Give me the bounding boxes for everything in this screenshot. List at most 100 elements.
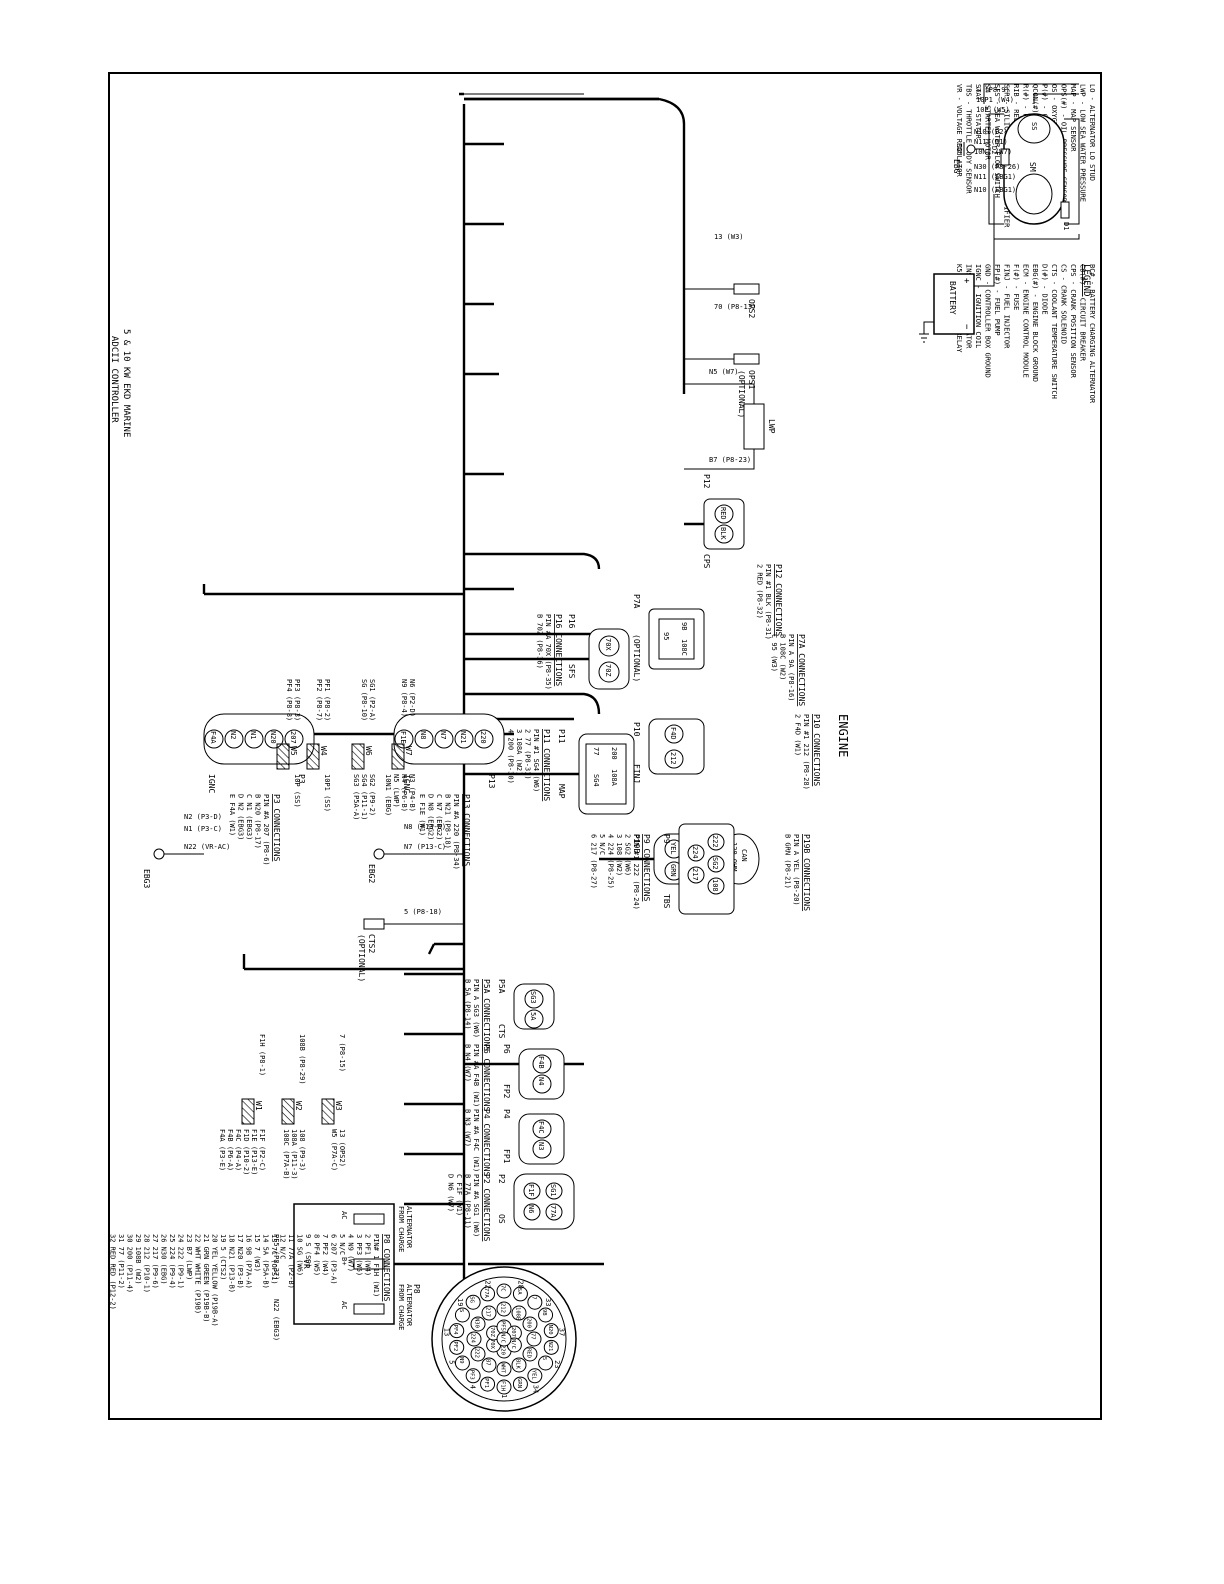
- table-row: E F4A (W1): [228, 794, 236, 836]
- legend-entry: SFS - SEA WATER FLOW SWITCH: [993, 84, 1001, 198]
- p8-pin-socket: [543, 1323, 559, 1339]
- p8-pin-number: 13: [443, 1328, 451, 1336]
- splice-output-label: W5 (P7A-C): [330, 1129, 338, 1171]
- lwp-label: LWP: [767, 419, 776, 434]
- table-title: P9 CONNECTIONS: [642, 834, 651, 902]
- splice-w3: W3 7 (P8-15)13 (OPS2)W5 (P7A-C): [321, 1034, 346, 1171]
- wire-label-n10-ebg1: N10 (EBG1): [974, 186, 1016, 194]
- p8-pin-label: 77: [530, 1333, 536, 1340]
- svg-text:W7: W7: [404, 746, 413, 756]
- table-row: PIN #1 SG4 (W6): [532, 729, 540, 792]
- p13-pin: 220: [479, 731, 487, 744]
- p9-pin: SG2: [711, 857, 719, 870]
- splice-input-label: N6 (P2-D): [408, 679, 416, 717]
- splice-input-label: PF1 (P8-2): [323, 679, 331, 721]
- p8-pin-label: 224: [470, 1333, 476, 1344]
- splice-w5: W5 PF3 (P8-3)PF4 (P8-8)10P (SS): [276, 679, 301, 808]
- splice-input-label: 7 (P8-15): [338, 1034, 346, 1072]
- p10-label: P10: [632, 722, 641, 737]
- splice-input-label: PF4 (P8-8): [285, 679, 293, 721]
- p8-pin-label: BLK: [515, 1359, 521, 1370]
- p2-pin: 77A: [549, 1205, 557, 1218]
- table-row: PIN #A SG1 (W6): [472, 1174, 480, 1237]
- splice-output-label: 108 (P9-3): [298, 1129, 306, 1171]
- p2-label: P2: [497, 1174, 506, 1184]
- tbs-label: TBS: [662, 894, 671, 909]
- sfs-label: SFS: [567, 664, 576, 679]
- p19b-label: P19B: [632, 834, 641, 853]
- p8-pin-socket: [480, 1376, 496, 1392]
- p8-label: P8: [412, 1284, 421, 1294]
- table-row: 24 222 (P9-1): [177, 1234, 185, 1289]
- p12-pin: BLK: [719, 527, 727, 540]
- svg-text:W5: W5: [289, 746, 298, 756]
- ebg3-ground: N2 (P3-D) N1 (P3-C) N22 (VR-AC) EBG3: [142, 813, 230, 888]
- p8-pin-socket: [449, 1323, 465, 1339]
- table-row: 17 N20 (P3-B): [236, 1234, 244, 1289]
- p3-label: P3: [297, 774, 306, 784]
- legend-entry: LWP - LOW SEA WATER PRESSURE: [1079, 84, 1087, 202]
- table-row: 28 212 (P10-1): [143, 1234, 151, 1293]
- p4-pin: F4C: [537, 1121, 545, 1134]
- p8-pin-label: PF3: [469, 1370, 475, 1380]
- p8-pin-label: F1H: [500, 1381, 506, 1391]
- table-row: B N3 (W7): [464, 1109, 472, 1147]
- p12-pin: RED: [719, 507, 727, 520]
- svg-text:W4: W4: [319, 746, 328, 756]
- p8-pin-socket: [480, 1286, 496, 1302]
- p5a-connector: SG3 5A P5A CTS: [497, 979, 555, 1039]
- table-row: 2 F4D (W1): [794, 714, 802, 756]
- legend-entry: D(#) - DIODE: [1041, 264, 1049, 315]
- table-title: P13 CONNECTIONS: [462, 794, 471, 866]
- table-row: 23 B7 (LWP): [185, 1234, 193, 1280]
- table-row: B 70Z (P8-36): [536, 614, 544, 669]
- p11-pin: 108A: [610, 769, 618, 787]
- p8-pin-label: 108B: [515, 1307, 521, 1321]
- battery-plus-icon: +: [961, 278, 971, 284]
- table-row: PIN #A 220 (P8-34): [452, 794, 460, 870]
- p9-pin: 224: [691, 846, 699, 859]
- table-row: 5 N/C: [338, 1234, 346, 1255]
- p16-pin: 70X: [604, 638, 612, 651]
- legend-entry: LO - ALTERNATOR LO STUD: [1088, 84, 1096, 181]
- p8-pin-label: PF5: [500, 1321, 506, 1331]
- p8-pin-number: 33: [544, 1298, 552, 1306]
- table-row: 11 77A (P2-B): [287, 1234, 295, 1289]
- splice-w1: W1 F1H (P8-1)F1F (P2-C)F1E (P13-E)F1D (P…: [218, 1034, 266, 1175]
- voltage-regulator: AC B+ AC VR FROM CHARGE ALTERNATOR FROM …: [272, 1203, 413, 1341]
- p8-pin-label: RED: [525, 1348, 531, 1358]
- splice-output-label: 10P (SS): [293, 774, 301, 808]
- legend-entry: CPS - CRANK POSITION SENSOR: [1069, 264, 1077, 379]
- p3-pin: N1: [249, 731, 257, 739]
- alternator-1: ALTERNATOR: [405, 1206, 413, 1249]
- p9-pin: 222: [711, 835, 719, 848]
- p8-pin-socket: [496, 1361, 512, 1377]
- p11-pin: SG4: [592, 774, 600, 787]
- p8-pin-socket: [512, 1376, 528, 1392]
- splice-input-label: PF2 (P8-7): [315, 679, 323, 721]
- wire-label-n8: N8 (P13-D): [404, 823, 446, 831]
- wire-label-b7: B7 (P8-23): [709, 456, 751, 464]
- p10-connector: F4D 212 P10 FINJ: [632, 718, 705, 783]
- wire-label-70: 70 (P8-13): [714, 303, 756, 311]
- p8-pin-label: SG: [469, 1296, 475, 1303]
- legend-entry: VR - VOLTAGE REGULATOR: [955, 84, 963, 178]
- p8-pin-label: 5: [541, 1357, 547, 1360]
- p8-pin-label: 77A: [483, 1288, 489, 1299]
- splice-w6: W6 SG1 (P2-A)SG (P8-10)SG2 (P9-2)SG4 (P1…: [351, 679, 376, 820]
- p13-pin: N21: [459, 731, 467, 744]
- splice-input-label: F1H (P8-1): [258, 1034, 266, 1076]
- engine-label: ENGINE: [836, 714, 850, 757]
- top-wire-labels: S (P8-9) 10P1 (W4) 10P (W5) N10 (D2) N11…: [974, 86, 1020, 194]
- table-row: 25 224 (P9-4): [168, 1234, 176, 1289]
- wire-label-n2: N2 (P3-D): [184, 813, 222, 821]
- splice-output-label: F4B (P6-A): [226, 1129, 234, 1171]
- diode-d1-icon: [1060, 201, 1070, 219]
- p3-pin: N20: [269, 731, 277, 744]
- cts2-label: CTS2: [367, 934, 376, 953]
- p8-pin-label: 7: [530, 1296, 536, 1299]
- splice-w7: W7 N6 (P2-D)N9 (P8-4)N3 (P4-B)N4 (P6-B)N…: [384, 679, 416, 816]
